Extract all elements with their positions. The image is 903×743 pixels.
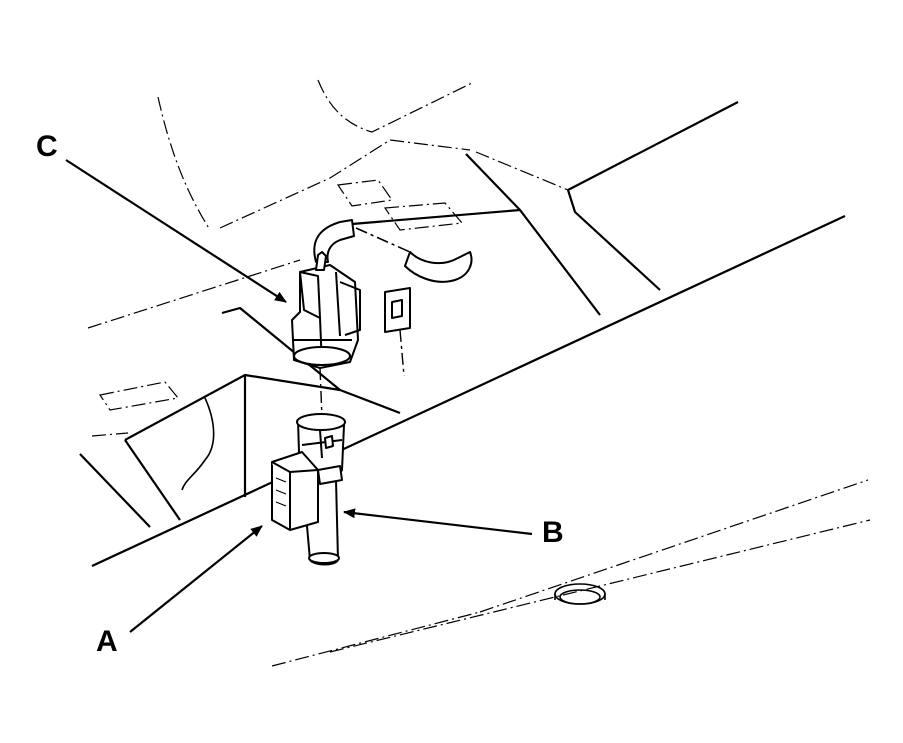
leader-lines: [65, 159, 533, 633]
leader-line-a: [129, 525, 263, 633]
alignment-line: [319, 329, 405, 419]
grommet-hole: [554, 583, 606, 605]
sensor-b: [296, 413, 346, 566]
leader-line-b: [343, 508, 533, 536]
frame-member: [79, 101, 846, 567]
callout-label-b: B: [542, 516, 564, 549]
leader-line-c: [65, 159, 287, 303]
callout-label-c: C: [36, 130, 58, 163]
background-body-panel: [87, 79, 569, 437]
callout-label-a: A: [96, 625, 118, 658]
floor-panel-lines: [271, 479, 871, 667]
connector-c: [291, 219, 473, 369]
bracket-a: [271, 451, 319, 531]
